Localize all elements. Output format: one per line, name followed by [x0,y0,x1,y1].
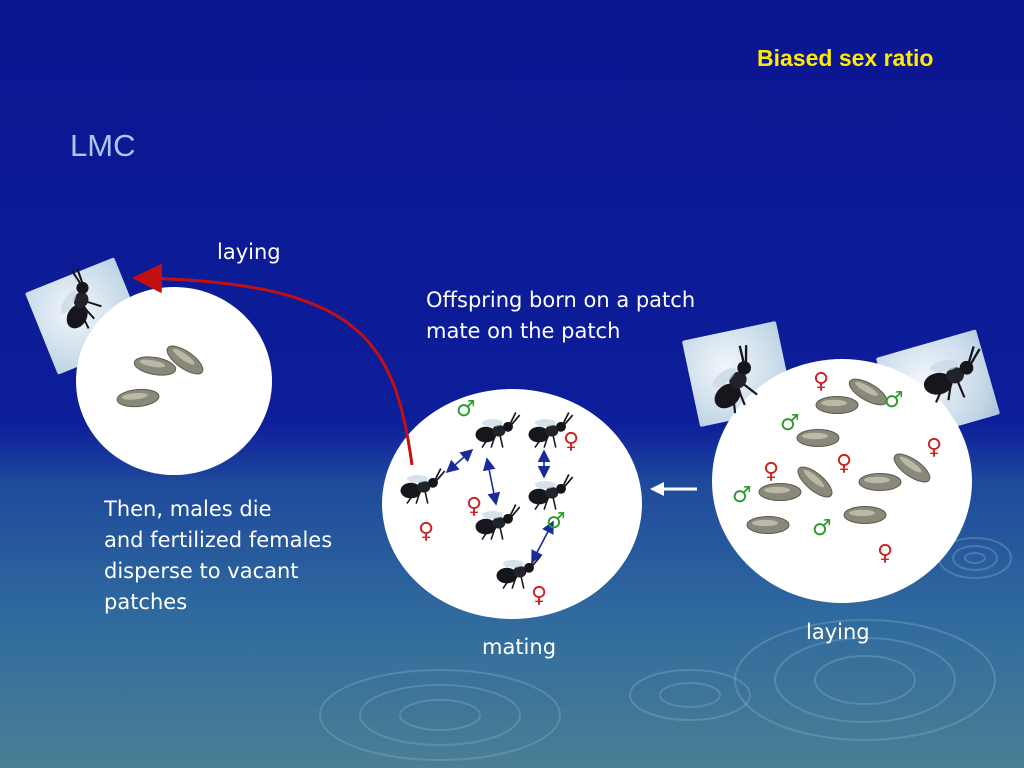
egg-icon [796,429,840,447]
arrow-icon [482,457,501,506]
female-symbol: ♀ [877,541,893,566]
caption-line: patches [104,590,188,614]
wasp-icon [474,411,521,449]
caption-line: Then, males die [104,497,272,521]
dispersal-arrow [132,263,414,466]
egg-icon [758,483,802,501]
header-title: Biased sex ratio [757,45,934,71]
caption-line: disperse to vacant [104,559,299,583]
egg-icon [115,387,161,409]
flow-arrow [650,482,697,496]
caption-line: and fertilized females [104,528,333,552]
egg-icon [746,516,790,534]
female-symbol: ♀ [563,429,579,454]
male-symbol: ♂ [456,397,476,422]
wasp-icon [474,503,521,541]
male-symbol: ♂ [884,388,904,413]
label-mating: mating [482,635,557,659]
male-symbol: ♂ [732,483,752,508]
wasp-icon [917,344,989,406]
female-symbol: ♀ [531,583,547,608]
female-symbol: ♀ [466,494,482,519]
egg-icon [858,473,902,491]
arrow-icon [445,448,474,474]
male-symbol: ♂ [812,516,832,541]
female-symbol: ♀ [813,369,829,394]
egg-icon [792,461,838,503]
female-symbol: ♀ [763,459,779,484]
male-symbol: ♂ [780,411,800,436]
female-symbol: ♀ [836,451,852,476]
wasp-icon [46,265,113,337]
caption-offspring-mate: Offspring born on a patch mate on the pa… [426,285,695,347]
egg-icon [815,396,859,414]
label-laying-right: laying [806,620,870,644]
arrow-icon [531,520,554,564]
egg-icon [843,506,887,524]
wasp-icon [527,473,574,511]
female-symbol: ♀ [926,435,942,460]
slide-title: LMC [70,128,136,163]
wasp-icon [695,341,777,421]
caption-males-die: Then, males die and fertilized females d… [104,494,332,618]
caption-line: Offspring born on a patch [426,288,696,312]
wasp-icon [399,467,446,505]
caption-line: mate on the patch [426,319,621,343]
patch-circle-left [76,287,272,475]
female-symbol: ♀ [418,519,434,544]
male-symbol: ♂ [546,509,566,534]
label-laying-top: laying [217,240,281,264]
